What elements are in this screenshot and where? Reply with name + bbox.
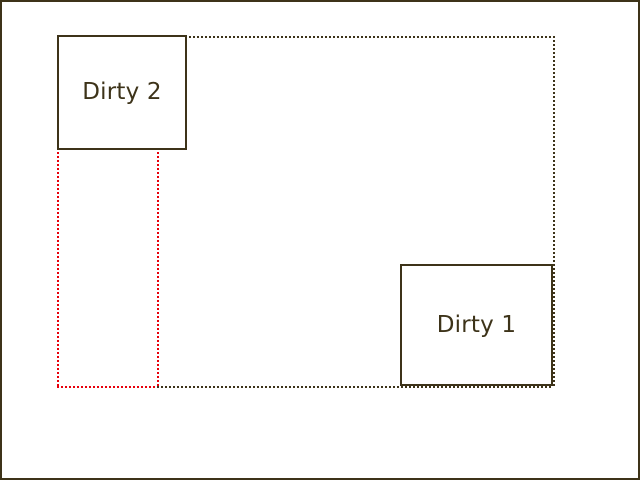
dirty-1-label: Dirty 1: [436, 311, 517, 338]
dirty-1-box[interactable]: Dirty 1: [400, 264, 553, 386]
dirty-2-label: Dirty 2: [82, 79, 162, 105]
dirty-region-outline-2-right-edge: [157, 36, 159, 388]
dirty-region-outline-2-left-edge: [57, 36, 59, 386]
dirty-2-box[interactable]: Dirty 2: [57, 35, 187, 150]
dirty-region-outline-1-bottom-edge: [57, 386, 553, 388]
dirty-region-outline-1-right-edge: [553, 36, 555, 388]
dirty-region-outline-1-top-edge: [57, 36, 553, 38]
dirty-region-outline-2-bottom-edge: [57, 386, 157, 388]
